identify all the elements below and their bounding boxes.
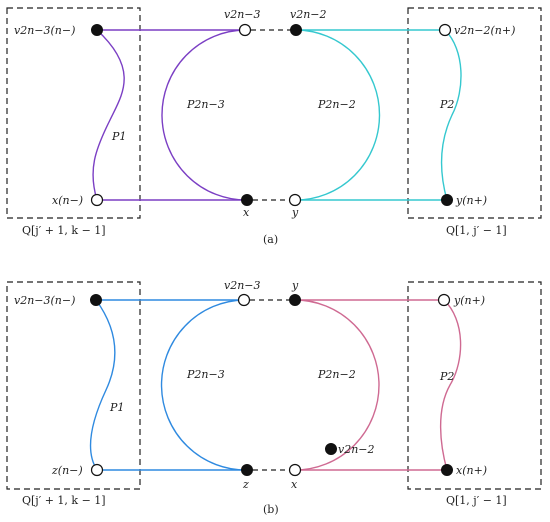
- label-b-p2: P2: [439, 370, 454, 383]
- caption-a: (a): [263, 233, 278, 246]
- panel-b: v2n−3(n−) z(n−) P1 v2n−3 y P2n−3 P2n−2 v…: [6, 279, 542, 516]
- label-a-top-mid-right: v2n−2: [290, 8, 327, 21]
- node-a-top-left: [91, 24, 103, 36]
- label-b-top-mid-right: y: [291, 279, 299, 292]
- label-b-top-right: y(n+): [453, 294, 485, 307]
- node-b-top-mid-left: [237, 293, 251, 307]
- right-box-b: [407, 281, 542, 490]
- path-a-p2: [440, 29, 462, 201]
- box-label-a-left: Q[j′ + 1, k − 1]: [22, 224, 106, 237]
- label-b-top-left: v2n−3(n−): [14, 294, 75, 307]
- label-a-bottom-left: x(n−): [52, 194, 83, 207]
- path-b-p2n2: [294, 299, 380, 471]
- box-label-a-right: Q[1, j′ − 1]: [446, 224, 507, 237]
- node-a-top-mid-left: [238, 23, 252, 37]
- label-b-bottom-mid-left: z: [242, 478, 249, 491]
- node-a-top-mid-right: [290, 24, 302, 36]
- label-b-top-mid-left: v2n−3: [224, 279, 261, 292]
- path-b-p2: [439, 299, 462, 471]
- label-a-p1: P1: [111, 130, 126, 143]
- box-label-b-right: Q[1, j′ − 1]: [446, 494, 507, 507]
- path-b-p1: [89, 299, 116, 471]
- node-a-bottom-mid-right: [288, 193, 302, 207]
- label-a-p2n3: P2n−3: [186, 98, 225, 111]
- right-box-a: [407, 7, 542, 219]
- label-a-p2: P2: [439, 98, 454, 111]
- label-b-mid-node: v2n−2: [338, 443, 375, 456]
- label-b-p2n2: P2n−2: [317, 368, 356, 381]
- node-b-bottom-mid-left: [241, 464, 253, 476]
- node-b-bottom-right: [441, 464, 453, 476]
- left-box-b: [6, 281, 141, 490]
- path-a-p2n2: [294, 29, 381, 201]
- label-b-bottom-left: z(n−): [51, 464, 83, 477]
- label-b-bottom-right: x(n+): [456, 464, 487, 477]
- label-a-bottom-right: y(n+): [455, 194, 487, 207]
- label-a-bottom-mid-right: y: [291, 206, 299, 219]
- box-label-b-left: Q[j′ + 1, k − 1]: [22, 494, 106, 507]
- label-a-top-left: v2n−3(n−): [14, 24, 75, 37]
- node-b-top-mid-right: [289, 294, 301, 306]
- node-b-bottom-mid-right: [288, 463, 302, 477]
- node-a-bottom-right: [441, 194, 453, 206]
- label-b-p2n3: P2n−3: [186, 368, 225, 381]
- left-box-a: [6, 7, 141, 219]
- label-a-top-mid-left: v2n−3: [224, 8, 261, 21]
- node-b-bottom-left: [90, 463, 104, 477]
- path-a-p2n3: [161, 29, 248, 201]
- path-b-p2n3: [160, 299, 248, 471]
- label-a-bottom-mid-left: x: [243, 206, 250, 219]
- node-a-bottom-left: [90, 193, 104, 207]
- node-b-top-left: [90, 294, 102, 306]
- path-a-p1: [92, 29, 125, 201]
- node-b-mid: [325, 443, 337, 455]
- label-a-top-right: v2n−2(n+): [454, 24, 515, 37]
- node-a-bottom-mid-left: [241, 194, 253, 206]
- panel-a: v2n−3(n−) x(n−) P1 v2n−3 v2n−2 P2n−3 P2n…: [6, 7, 542, 246]
- label-a-p2n2: P2n−2: [317, 98, 356, 111]
- label-b-bottom-mid-right: x: [291, 478, 298, 491]
- node-b-top-right: [437, 293, 451, 307]
- node-a-top-right: [438, 23, 452, 37]
- label-b-p1: P1: [109, 401, 124, 414]
- caption-b: (b): [263, 503, 279, 516]
